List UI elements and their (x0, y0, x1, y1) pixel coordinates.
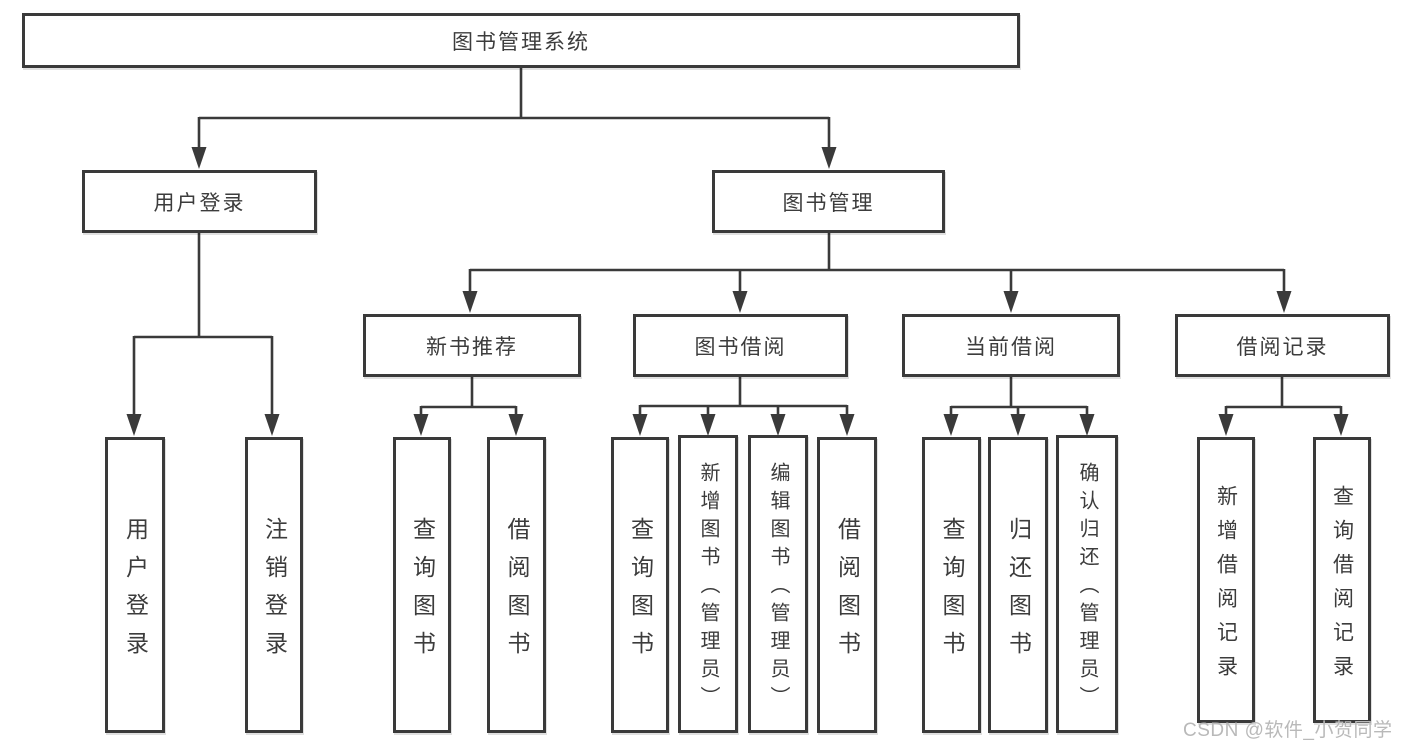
leaf-query-books-2: 查询图书 (611, 437, 669, 733)
node-label: 确认归还（管理员） (1076, 462, 1098, 714)
node-current-borrowing: 当前借阅 (902, 314, 1120, 377)
node-new-book-recommendation: 新书推荐 (363, 314, 581, 377)
node-book-management: 图书管理 (712, 170, 945, 233)
leaf-borrow-books-2: 借阅图书 (817, 437, 877, 733)
node-label: 编辑图书（管理员） (767, 462, 789, 714)
node-label: 查询图书 (939, 516, 965, 669)
leaf-query-books-1: 查询图书 (393, 437, 451, 733)
node-library-management-system: 图书管理系统 (22, 13, 1020, 68)
node-label: 借阅图书 (834, 516, 861, 669)
node-book-borrowing: 图书借阅 (633, 314, 848, 377)
leaf-query-books-3: 查询图书 (922, 437, 981, 733)
node-label: 查询图书 (409, 516, 436, 669)
node-label: 借阅记录 (1236, 335, 1329, 359)
leaf-user-login: 用户登录 (105, 437, 165, 733)
csdn-watermark: CSDN @软件_小贺同学 (1183, 720, 1393, 741)
node-label: 新增借阅记录 (1214, 484, 1238, 689)
node-label: 查询借阅记录 (1330, 484, 1354, 689)
leaf-query-borrow-record: 查询借阅记录 (1313, 437, 1371, 723)
node-label: 当前借阅 (965, 335, 1057, 359)
arrowhead-icons (126, 147, 1349, 436)
node-label: 查询图书 (627, 516, 654, 669)
node-label: 图书借阅 (694, 335, 787, 359)
leaf-add-books-admin: 新增图书（管理员） (678, 435, 738, 733)
node-label: 图书管理系统 (452, 30, 590, 54)
node-user-login: 用户登录 (82, 170, 317, 233)
node-label: 新增图书（管理员） (697, 462, 719, 714)
node-label: 用户登录 (122, 516, 149, 669)
leaf-add-borrow-record: 新增借阅记录 (1197, 437, 1255, 723)
leaf-edit-books-admin: 编辑图书（管理员） (748, 435, 808, 733)
node-label: 用户登录 (153, 191, 246, 215)
node-label: 图书管理 (782, 191, 875, 215)
leaf-logout: 注销登录 (245, 437, 303, 733)
node-label: 新书推荐 (426, 335, 518, 359)
leaf-borrow-books-1: 借阅图书 (487, 437, 546, 733)
node-label: 借阅图书 (504, 516, 530, 669)
leaf-return-books: 归还图书 (988, 437, 1048, 733)
node-borrowing-records: 借阅记录 (1175, 314, 1390, 377)
leaf-confirm-return-admin: 确认归还（管理员） (1056, 435, 1118, 733)
node-label: 归还图书 (1005, 516, 1032, 669)
node-label: 注销登录 (261, 516, 288, 669)
